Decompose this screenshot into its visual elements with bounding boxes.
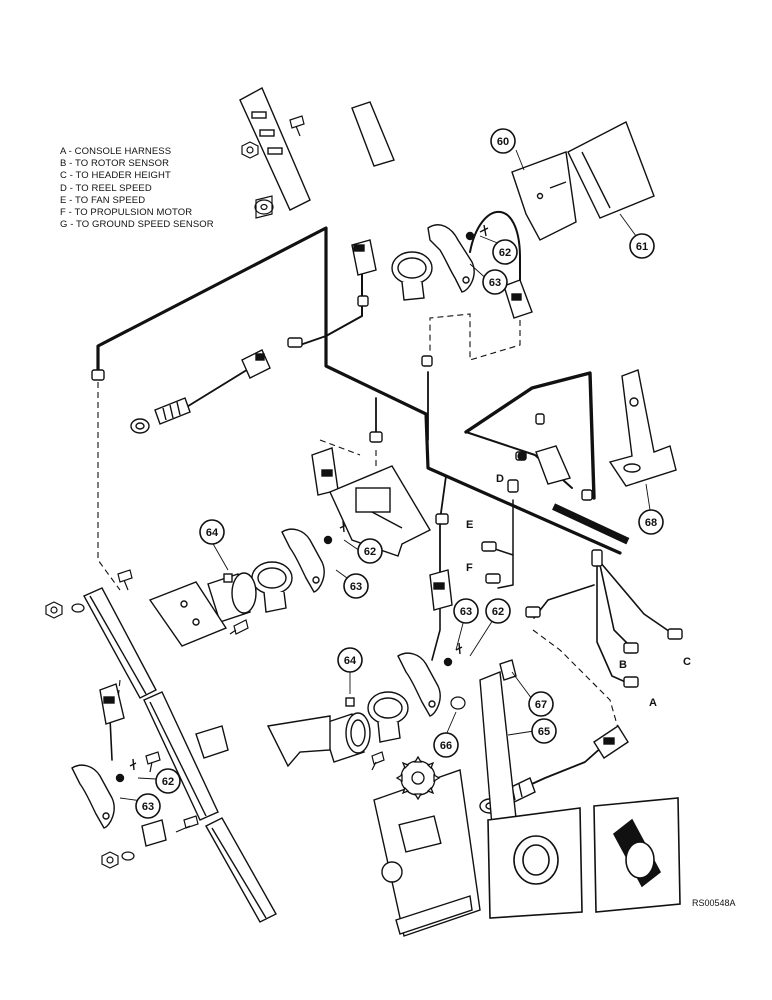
callout-62: 62 — [485, 598, 511, 624]
legend-item: E - TO FAN SPEED — [60, 194, 146, 206]
svg-text:63: 63 — [142, 801, 154, 813]
sensor-left — [130, 397, 191, 434]
plate-hub-lower — [266, 715, 331, 768]
legend-item: D - TO REEL SPEED — [60, 182, 152, 194]
plate-hub-upper — [148, 581, 228, 647]
svg-text:68: 68 — [645, 517, 657, 529]
cover-61 — [567, 121, 655, 219]
svg-text:64: 64 — [206, 527, 219, 539]
rail-1 — [83, 587, 157, 699]
hubs — [207, 572, 371, 763]
callout-64: 64 — [199, 519, 225, 545]
clamp-top — [391, 251, 433, 301]
bracket-lower-left — [71, 758, 137, 829]
callout-62: 62 — [357, 538, 383, 564]
legend-item: A - CONSOLE HARNESS — [60, 146, 172, 157]
clamp-mid — [251, 561, 293, 613]
svg-text:66: 66 — [440, 740, 452, 752]
mounting-plates — [141, 87, 677, 937]
svg-text:62: 62 — [162, 776, 174, 788]
connector-lower-left — [99, 683, 125, 725]
callouts: 60 61 62 63 62 63 64 63 62 67 65 66 64 6… — [135, 128, 664, 819]
rail-3 — [205, 817, 277, 923]
svg-text:62: 62 — [364, 546, 376, 558]
harness-letter-b: B — [619, 659, 627, 671]
callout-63: 63 — [135, 793, 161, 819]
legend-item: C - TO HEADER HEIGHT — [60, 170, 171, 182]
callout-68: 68 — [638, 509, 664, 535]
sensor-brackets — [71, 224, 489, 829]
pad-top — [351, 101, 395, 167]
harness-letters: A B C D E F — [466, 473, 691, 709]
legend-item: B - TO ROTOR SENSOR — [60, 158, 170, 170]
callout-64: 64 — [337, 647, 363, 673]
svg-text:64: 64 — [344, 655, 357, 667]
document-id: RS00548A — [692, 898, 736, 908]
svg-text:65: 65 — [538, 726, 550, 738]
callout-67: 67 — [528, 691, 554, 717]
connector-top — [351, 239, 377, 276]
connector-center — [429, 569, 453, 611]
plate-mid — [329, 465, 431, 557]
sprocket — [395, 755, 441, 801]
svg-text:60: 60 — [497, 136, 509, 148]
legend-item: F - TO PROPULSION MOTOR — [60, 207, 193, 219]
clamps — [251, 251, 433, 743]
detail-box-clip — [593, 797, 681, 913]
connector-lower-right — [593, 725, 629, 759]
plate-small-left — [195, 725, 229, 759]
harness-letter-d: D — [496, 473, 504, 485]
legend: A - CONSOLE HARNESS B - TO ROTOR SENSOR … — [60, 146, 214, 231]
callout-66: 66 — [433, 732, 459, 758]
callout-61: 61 — [629, 233, 655, 259]
rails — [83, 587, 277, 923]
svg-text:63: 63 — [489, 277, 501, 289]
bracket-top-right — [427, 224, 489, 293]
callout-60: 60 — [490, 128, 516, 154]
hub-upper — [207, 572, 257, 623]
callout-63: 63 — [453, 598, 479, 624]
harness-letter-c: C — [683, 656, 691, 668]
harness-letter-f: F — [466, 562, 473, 574]
detail-box-grommet — [487, 807, 583, 919]
svg-text:67: 67 — [535, 699, 547, 711]
harness-letter-e: E — [466, 519, 473, 531]
legend-item: G - TO GROUND SPEED SENSOR — [60, 219, 214, 231]
connector-top-right — [503, 279, 533, 319]
connector-left-sensor — [241, 349, 271, 379]
connector-mid-left — [311, 447, 339, 496]
bracket-68 — [608, 369, 677, 487]
fasteners — [45, 115, 527, 869]
callout-65: 65 — [531, 718, 557, 744]
plate-60 — [511, 151, 577, 241]
svg-text:63: 63 — [460, 606, 472, 618]
callout-62: 62 — [492, 239, 518, 265]
callout-63: 63 — [343, 573, 369, 599]
svg-text:62: 62 — [492, 606, 504, 618]
svg-text:63: 63 — [350, 581, 362, 593]
svg-text:62: 62 — [499, 247, 511, 259]
harness-bar — [552, 503, 630, 545]
svg-text:61: 61 — [636, 241, 648, 253]
dashed-guides — [97, 290, 621, 736]
callout-62: 62 — [155, 768, 181, 794]
harness-letter-a: A — [649, 697, 657, 709]
rail-2 — [143, 691, 219, 821]
clamp-lower — [367, 691, 409, 743]
callout-63: 63 — [482, 269, 508, 295]
